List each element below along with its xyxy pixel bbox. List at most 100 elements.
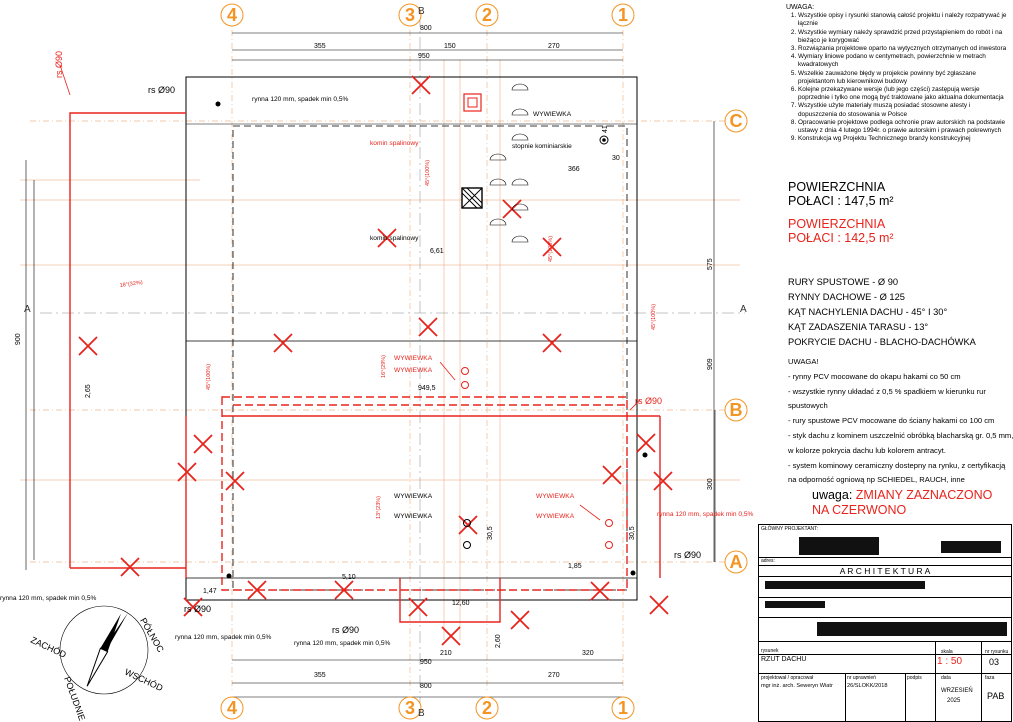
grid-bubbles: 4 3 2 1 4 3 2 1 C B A	[220, 3, 748, 720]
steps-label: stopnie kominiarskie	[512, 143, 572, 150]
roof-note: - rynny PCV mocowane do okapu hakami co …	[788, 371, 961, 381]
redacted-block	[941, 541, 1001, 553]
section-mark-b-bottom: B	[418, 708, 425, 719]
compass-south: POŁUDNIE	[62, 675, 87, 722]
rs-label-3: rs Ø90	[674, 550, 701, 560]
grid-col-1: 1	[618, 5, 628, 25]
spec-item: POKRYCIE DACHU - BLACHO-DACHÓWKA	[788, 337, 976, 347]
slope-2: 45°(100%)	[651, 304, 657, 330]
section-lines	[40, 15, 745, 715]
changes-text-1: ZMIANY ZAZNACZONO	[855, 488, 993, 502]
dim-510: 5,10	[342, 574, 356, 581]
roof-note: - rury spustowe PCV mocowane do ściany h…	[788, 416, 995, 426]
note-item: Kolejne przekazywane wersje (lub jego cz…	[798, 86, 1010, 102]
tb-drawing-label: rysunek	[761, 648, 779, 654]
grid-col-4: 4	[227, 5, 237, 25]
dim-270-bottom: 270	[548, 672, 560, 679]
annotations: rs Ø90 rs Ø90 rs Ø90 rs Ø90 rs Ø90 rs Ø9…	[54, 51, 701, 635]
note-item: Opracowanie projektowe podlega ochronie …	[798, 119, 1010, 135]
removed-markers	[78, 75, 673, 646]
roof-notes: UWAGA! - rynny PCV mocowane do okapu hak…	[788, 355, 1013, 488]
dim-575-right: 575	[707, 258, 714, 270]
grid-col-3-bottom: 3	[405, 698, 415, 718]
tb-sheet: 03	[989, 657, 1000, 667]
area-label: POWIERZCHNIA	[788, 180, 886, 194]
chimney	[461, 93, 483, 209]
dim-41: 41	[602, 125, 609, 133]
redacted-block	[765, 601, 825, 608]
general-notes: UWAGA: Wszystkie opisy i rysunki stanowi…	[786, 4, 1010, 143]
notes-title: UWAGA:	[786, 4, 815, 11]
dim-265: 2,65	[85, 384, 92, 398]
svg-text:rs Ø90: rs Ø90	[54, 51, 64, 78]
area-label: POWIERZCHNIA	[788, 217, 886, 231]
tb-date-year: 2025	[947, 698, 961, 704]
vent-label-1: WYWIEWKA	[533, 111, 572, 118]
grid-col-3: 3	[405, 5, 415, 25]
dimension-lines	[25, 32, 716, 698]
section-mark-a-right: A	[740, 304, 747, 315]
dim-950-bottom: 950	[420, 659, 432, 666]
dim-185: 1,85	[568, 563, 582, 570]
slope-4: 18°(32%)	[119, 280, 143, 289]
redacted-block	[765, 581, 925, 589]
title-block: GŁÓWNY PROJEKTANT: adres: A R C H I T E …	[758, 524, 1012, 722]
dim-909-right: 909	[707, 358, 714, 370]
dim-800-bottom: 800	[420, 683, 432, 690]
dim-30: 30	[612, 155, 620, 162]
chimney-label-1: komin spalinowy	[370, 140, 419, 147]
construction-lines	[20, 60, 740, 640]
dim-800-top: 800	[420, 25, 432, 32]
roof-note: - wszystkie rynny układać z 0,5 % spadki…	[788, 386, 986, 411]
area-value: POŁACI : 147,5 m²	[788, 194, 894, 208]
tb-sheet-label: nr rysunku	[985, 649, 1009, 655]
spec-item: RURY SPUSTOWE - Ø 90	[788, 277, 899, 287]
grid-row-b: B	[730, 400, 743, 420]
changes-prefix: uwaga:	[812, 488, 856, 502]
dim-300-right: 300	[707, 478, 714, 490]
section-mark-a-left: A	[24, 304, 31, 315]
tb-stage: PAB	[987, 691, 1005, 701]
redacted-block	[799, 537, 879, 555]
dimension-texts: 800 355 950 150 270 950 800 355 270 320 …	[15, 25, 714, 690]
tb-drawing: RZUT DACHU	[761, 656, 807, 663]
gutter-label-1: rynna 120 mm, spadek min 0,5%	[252, 96, 349, 103]
gutter-label-3: rynna 120 mm, spadek min 0,5%	[175, 634, 272, 641]
dim-210-bottom: 210	[440, 650, 452, 657]
roof-steps	[489, 83, 529, 243]
compass: PÓŁNOC WSCHÓD ZACHÓD POŁUDNIE	[29, 605, 166, 722]
vents	[215, 101, 648, 579]
rs-label-4: rs Ø90	[332, 625, 359, 635]
tb-address-label: adres:	[761, 558, 775, 564]
roof-note: - styk dachu z kominem uszczelnić obróbk…	[788, 430, 1013, 455]
changes-note: uwaga: ZMIANY ZAZNACZONO NA CZERWONO	[812, 488, 992, 518]
vent-label-5: WYWIEWKA	[394, 513, 433, 520]
dim-950-top: 950	[418, 53, 430, 60]
tb-scale-label: skala	[941, 649, 953, 655]
note-item: Rozwiązania projektowe oparto na wytyczn…	[798, 45, 1010, 53]
note-item: Wszystkie opisy i rysunki stanowią całoś…	[798, 12, 1010, 28]
dim-355-bottom: 355	[314, 672, 326, 679]
rs-label-2: rs Ø90	[635, 396, 662, 406]
grid-lines	[30, 30, 725, 692]
tb-sign-label: podpis	[907, 675, 922, 681]
vent-label-4: WYWIEWKA	[394, 493, 433, 500]
grid-col-4-bottom: 4	[227, 698, 237, 718]
grid-col-1-bottom: 1	[618, 698, 628, 718]
vent-label-6: WYWIEWKA	[536, 493, 575, 500]
area-value: POŁACI : 142,5 m²	[788, 231, 894, 245]
dim-150-top: 150	[444, 43, 456, 50]
slope-7: 45°(100%)	[548, 236, 554, 262]
roof-outline	[185, 76, 638, 601]
vent-label-2: WYWIEWKA	[394, 355, 433, 362]
dim-270-top: 270	[548, 43, 560, 50]
note-item: Wszelkie zauważone błędy w projekcie pow…	[798, 70, 1010, 86]
grid-row-a: A	[730, 552, 743, 572]
redacted-block	[817, 622, 1007, 636]
tb-author-label: projektował / opracował	[761, 675, 814, 681]
roof-specs: RURY SPUSTOWE - Ø 90 RYNNY DACHOWE - Ø 1…	[788, 275, 976, 350]
roof-notes-title: UWAGA!	[788, 357, 819, 366]
compass-north: PÓŁNOC	[138, 616, 166, 654]
grid-row-c: C	[730, 111, 743, 131]
roof-area-old: POWIERZCHNIA POŁACI : 147,5 m²	[788, 180, 894, 208]
